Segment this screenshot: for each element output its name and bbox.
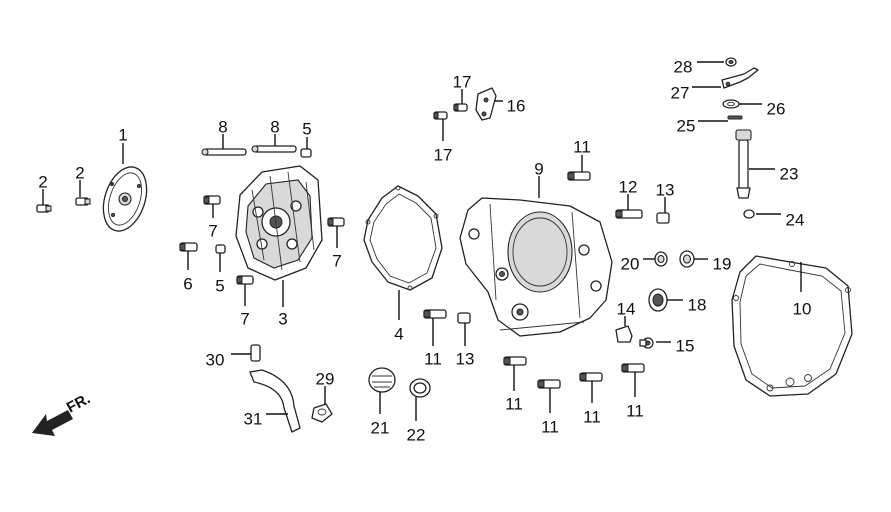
callout-22: 22: [407, 425, 426, 444]
part-11-bolt-a: [567, 171, 591, 181]
part-28-nut: [725, 57, 737, 67]
part-23-shaft: [735, 129, 752, 199]
callout-8: 8: [270, 117, 279, 136]
callout-31: 31: [244, 409, 263, 428]
callout-26: 26: [767, 99, 786, 118]
part-7-bolt-b: [327, 217, 345, 227]
part-7-bolt-a: [203, 195, 221, 205]
part-26-washer: [722, 99, 740, 109]
part-25-clip: [727, 115, 743, 120]
part-2-bolt-left: [36, 204, 52, 213]
part-22-o-ring: [409, 378, 431, 398]
part-1-cover-plate: [102, 166, 148, 232]
part-11-bolt-c: [503, 356, 527, 366]
callout-11: 11: [505, 394, 523, 413]
callout-1: 1: [118, 125, 127, 144]
callout-7: 7: [240, 309, 249, 328]
part-17-bolt-top: [453, 103, 468, 112]
callout-21: 21: [371, 418, 390, 437]
callout-27: 27: [671, 83, 690, 102]
part-7-bolt-c: [236, 275, 254, 285]
part-11-bolt-e: [579, 372, 603, 382]
part-8-rod-left: [201, 148, 247, 156]
part-29-hose-clamp: [311, 403, 333, 423]
callout-11: 11: [583, 407, 601, 426]
callout-11: 11: [424, 349, 442, 368]
part-11-bolt-f: [621, 363, 645, 373]
part-16-bracket: [475, 87, 497, 121]
part-2-bolt-right: [75, 197, 91, 206]
part-3-outer-cover: [235, 165, 323, 281]
part-15-screw: [639, 337, 654, 349]
callout-10: 10: [793, 299, 812, 318]
callout-8: 8: [218, 117, 227, 136]
callout-28: 28: [674, 57, 693, 76]
part-24-bushing: [743, 209, 755, 219]
part-21-filler-cap: [368, 367, 396, 393]
front-direction-indicator: FR.: [32, 390, 93, 436]
callout-25: 25: [677, 116, 696, 135]
callout-23: 23: [780, 164, 799, 183]
callout-13: 13: [656, 180, 675, 199]
callout-2: 2: [75, 163, 84, 182]
callout-17: 17: [453, 72, 472, 91]
callout-14: 14: [617, 299, 636, 318]
part-5-dowel-top: [300, 148, 312, 158]
leader-lines: [42, 61, 802, 421]
callout-30: 30: [206, 350, 225, 369]
part-20-seal: [654, 251, 668, 267]
callout-9: 9: [534, 159, 543, 178]
part-4-gasket: [363, 185, 443, 291]
part-31-breather-hose: [249, 369, 301, 433]
part-19-seal: [679, 250, 695, 268]
callout-15: 15: [676, 336, 695, 355]
callout-11: 11: [626, 401, 644, 420]
callout-5: 5: [215, 276, 224, 295]
callout-17: 17: [434, 145, 453, 164]
callout-7: 7: [208, 221, 217, 240]
callout-12: 12: [619, 177, 638, 196]
part-30-fitting: [250, 344, 261, 362]
part-13-dowel-a: [656, 212, 670, 224]
callout-18: 18: [688, 295, 707, 314]
part-8-rod-right: [251, 145, 297, 153]
part-17-bolt-bottom: [433, 111, 448, 120]
part-9-crankcase-cover: [459, 197, 613, 337]
callout-3: 3: [278, 309, 287, 328]
callout-7: 7: [332, 251, 341, 270]
callout-5: 5: [302, 119, 311, 138]
front-arrow-icon: [32, 410, 73, 436]
part-6-bolt: [179, 242, 198, 252]
callout-16: 16: [507, 96, 526, 115]
part-27-lever: [721, 67, 759, 89]
callout-4: 4: [394, 324, 403, 343]
callout-11: 11: [541, 417, 559, 436]
part-18-bearing: [648, 288, 668, 312]
part-5-dowel-bottom: [215, 244, 226, 254]
callout-24: 24: [786, 210, 805, 229]
callout-2: 2: [38, 172, 47, 191]
callout-6: 6: [183, 274, 192, 293]
part-11-bolt-b: [423, 309, 447, 319]
part-14-block: [615, 325, 633, 343]
callout-13: 13: [456, 349, 475, 368]
callout-29: 29: [316, 369, 335, 388]
part-12-long-bolt: [615, 209, 643, 219]
part-11-bolt-d: [537, 379, 561, 389]
part-10-large-gasket: [731, 255, 853, 397]
callout-11: 11: [573, 137, 591, 156]
callout-19: 19: [713, 254, 732, 273]
callout-20: 20: [621, 254, 640, 273]
part-13-dowel-b: [457, 312, 471, 324]
